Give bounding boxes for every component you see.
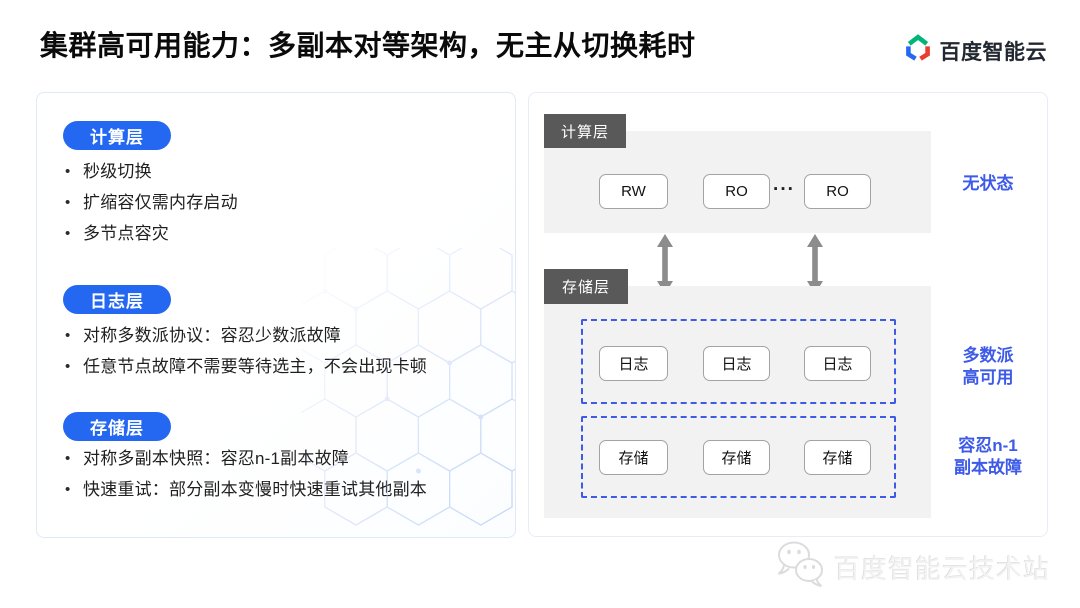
section-log-layer: 日志层 对称多数派协议：容忍少数派故障 任意节点故障不需要等待选主，不会出现卡顿 [63, 285, 503, 387]
storage-layer-tag: 存储层 [544, 269, 628, 304]
feature-panel: 计算层 秒级切换 扩缩容仅需内存启动 多节点容灾 日志层 对称多数派协议：容忍少… [36, 92, 516, 538]
brand-logo: 百度智能云 [903, 33, 1048, 68]
node-log: 日志 [703, 346, 770, 381]
page-title: 集群高可用能力：多副本对等架构，无主从切换耗时 [40, 30, 696, 61]
section-compute-layer: 计算层 秒级切换 扩缩容仅需内存启动 多节点容灾 [63, 121, 503, 254]
ellipsis-dots: ··· [773, 179, 795, 200]
log-layer-badge: 日志层 [63, 285, 171, 314]
annotation-tolerate-n-1: 容忍n-1 副本故障 [954, 436, 1022, 477]
watermark-text: 百度智能云技术站 [833, 554, 1050, 584]
compute-layer-badge: 计算层 [63, 121, 171, 150]
storage-replica-group [581, 416, 896, 498]
node-ro: RO [703, 174, 770, 209]
annotation-stateless: 无状态 [962, 174, 1014, 193]
node-storage: 存储 [599, 440, 668, 475]
storage-layer-badge: 存储层 [63, 412, 171, 441]
watermark: 百度智能云技术站 [775, 540, 1050, 595]
baidu-cloud-hexagon-icon [903, 33, 933, 68]
architecture-diagram-panel: 计算层 RW RO ··· RO 存储层 日志 日志 日志 存储 存储 [528, 92, 1048, 537]
bullet-item: 秒级切换 [63, 161, 503, 182]
node-ro: RO [804, 174, 871, 209]
compute-layer-bullets: 秒级切换 扩缩容仅需内存启动 多节点容灾 [63, 161, 503, 244]
node-log: 日志 [804, 346, 871, 381]
double-arrow-icon [657, 234, 673, 294]
bullet-item: 扩缩容仅需内存启动 [63, 192, 503, 213]
log-layer-bullets: 对称多数派协议：容忍少数派故障 任意节点故障不需要等待选主，不会出现卡顿 [63, 325, 503, 377]
compute-layer-tag: 计算层 [544, 114, 626, 148]
brand-logo-text: 百度智能云 [939, 40, 1047, 64]
storage-layer-bullets: 对称多副本快照：容忍n-1副本故障 快速重试：部分副本变慢时快速重试其他副本 [63, 448, 503, 500]
wechat-icon [775, 540, 829, 595]
double-arrow-icon [807, 234, 823, 294]
bullet-item: 对称多数派协议：容忍少数派故障 [63, 325, 503, 346]
node-log: 日志 [599, 346, 668, 381]
node-storage: 存储 [703, 440, 770, 475]
bullet-item: 任意节点故障不需要等待选主，不会出现卡顿 [63, 356, 503, 377]
bullet-item: 对称多副本快照：容忍n-1副本故障 [63, 448, 503, 469]
annotation-majority-ha: 多数派 高可用 [962, 346, 1014, 387]
section-storage-layer: 存储层 对称多副本快照：容忍n-1副本故障 快速重试：部分副本变慢时快速重试其他… [63, 412, 503, 510]
node-storage: 存储 [804, 440, 871, 475]
node-rw: RW [599, 174, 668, 209]
bullet-item: 多节点容灾 [63, 223, 503, 244]
bullet-item: 快速重试：部分副本变慢时快速重试其他副本 [63, 479, 503, 500]
log-replica-group [581, 319, 896, 404]
